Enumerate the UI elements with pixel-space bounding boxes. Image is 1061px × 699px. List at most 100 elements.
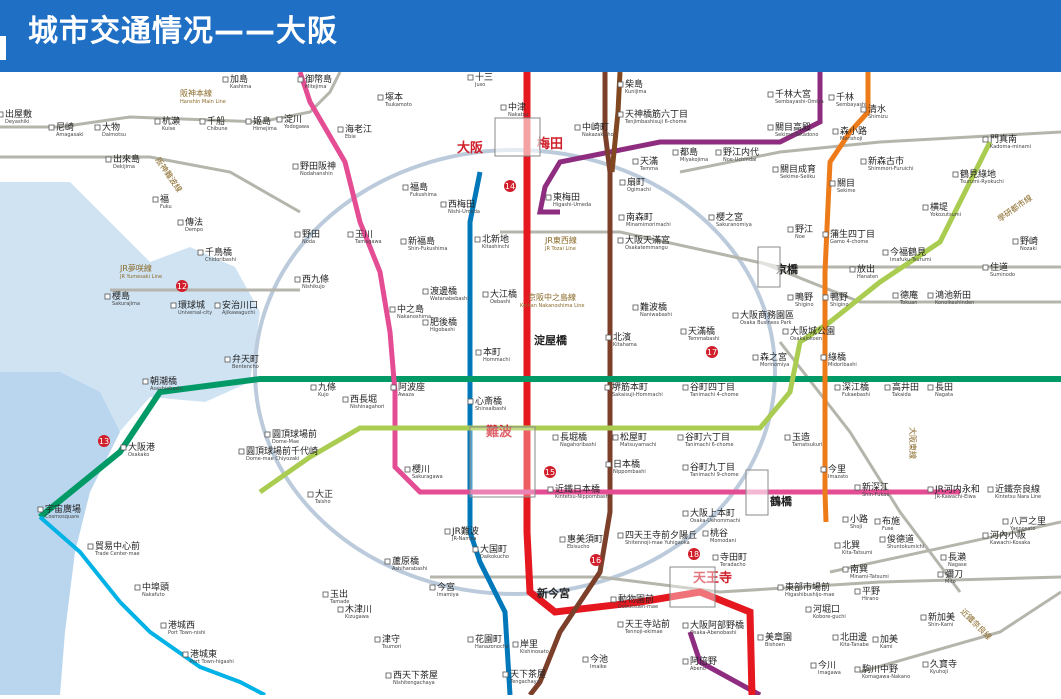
interchange-tsuruhashi[interactable] (745, 469, 769, 516)
interchange-umeda[interactable] (494, 117, 541, 157)
interchange-tennoji[interactable] (669, 566, 716, 608)
